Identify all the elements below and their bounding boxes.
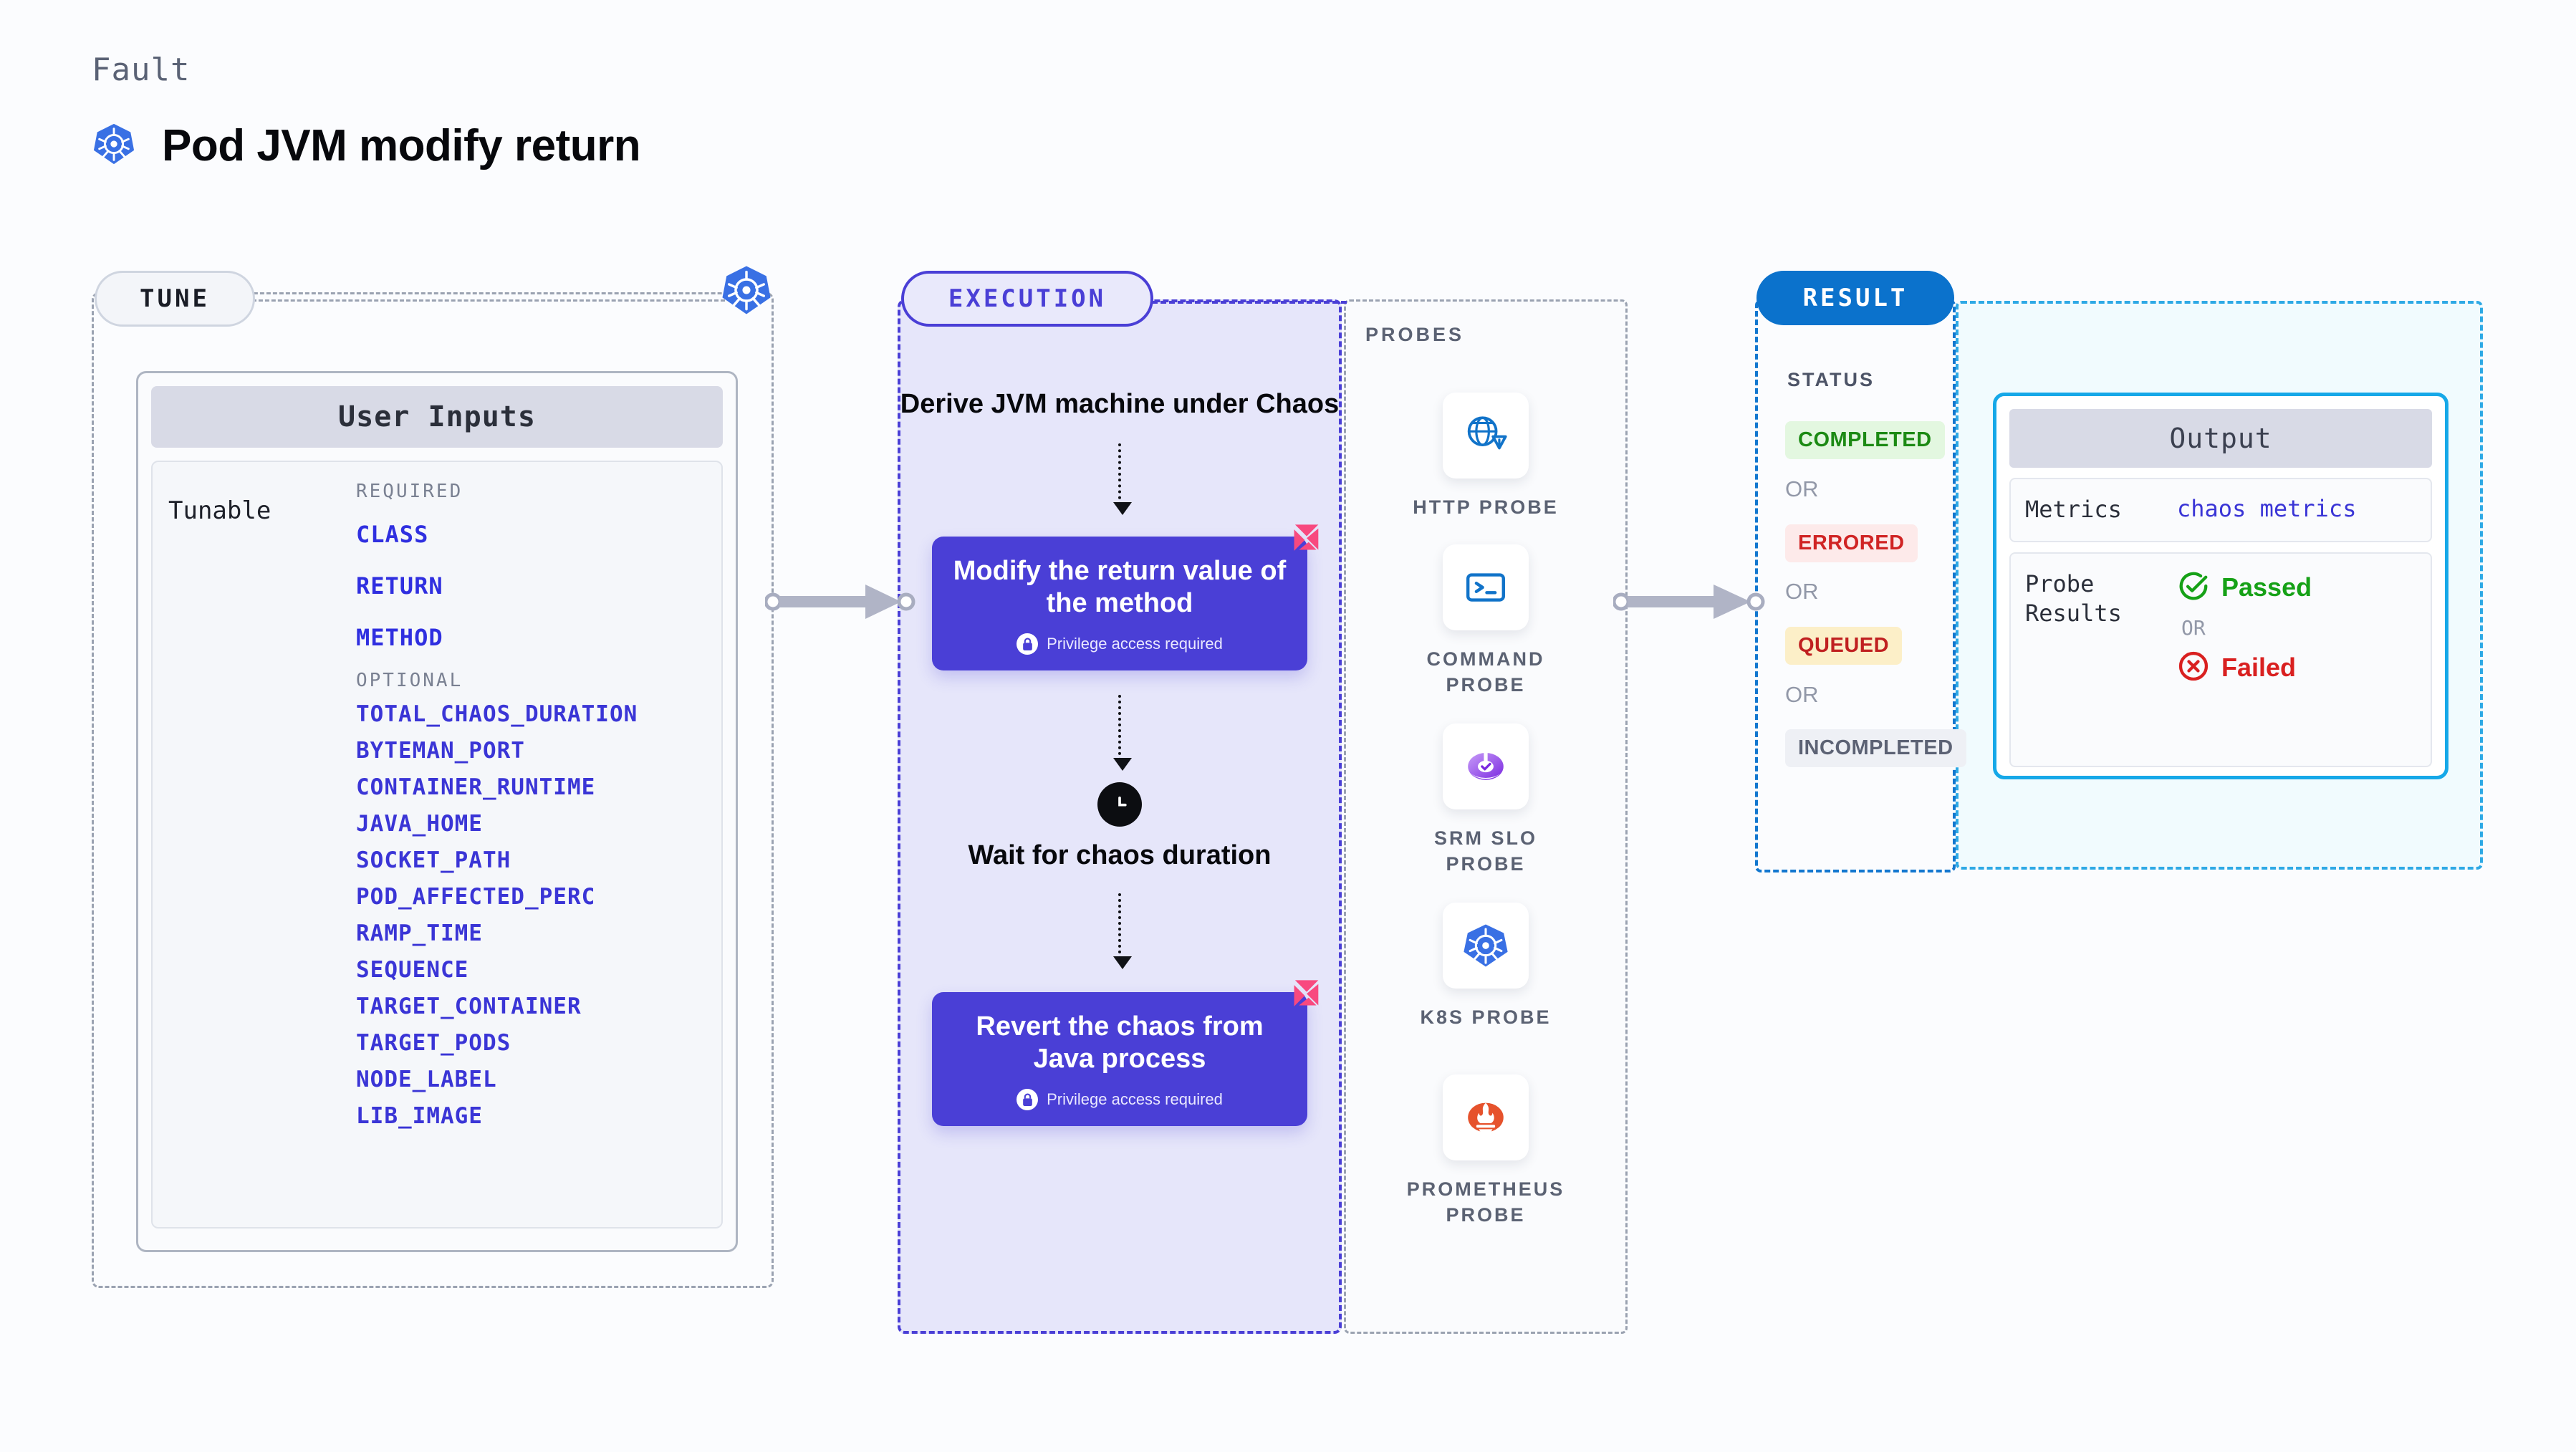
flow-step-wait-chaos: Wait for chaos duration xyxy=(968,840,1272,871)
probe-result-passed: Passed xyxy=(2177,569,2312,606)
param-java-home[interactable]: JAVA_HOME xyxy=(356,811,483,837)
param-class[interactable]: CLASS xyxy=(356,521,429,548)
output-metrics-value[interactable]: chaos metrics xyxy=(2177,495,2357,522)
page-title: Pod JVM modify return xyxy=(162,121,641,170)
status-or-3: OR xyxy=(1785,682,1819,707)
probe-srm-slo[interactable]: SRM SLO PROBE xyxy=(1344,723,1628,878)
tune-section-boundary xyxy=(92,292,774,1288)
connector-tune-to-execution xyxy=(764,582,915,625)
probe-http[interactable]: HTTP PROBE xyxy=(1344,393,1628,520)
slo-gauge-icon xyxy=(1443,723,1529,809)
eyebrow-label: Fault xyxy=(92,52,191,88)
execution-flow: Derive JVM machine under Chaos Modify th… xyxy=(898,299,1342,1127)
tune-dash-connector xyxy=(252,299,725,302)
param-total-chaos-duration[interactable]: TOTAL_CHAOS_DURATION xyxy=(356,701,638,727)
param-sequence[interactable]: SEQUENCE xyxy=(356,957,469,983)
flow-card-modify-return[interactable]: Modify the return value of the method Pr… xyxy=(932,524,1319,671)
user-inputs-card: User Inputs Tunable REQUIRED CLASS RETUR… xyxy=(136,371,738,1252)
lock-icon xyxy=(1017,633,1039,655)
probe-result-passed-label: Passed xyxy=(2221,572,2312,602)
param-pod-affected-perc[interactable]: POD_AFFECTED_PERC xyxy=(356,884,596,910)
user-inputs-header: User Inputs xyxy=(151,386,723,448)
output-probe-results-values: Passed OR Failed xyxy=(2177,569,2312,750)
status-or-2: OR xyxy=(1785,579,1819,604)
globe-warning-icon xyxy=(1443,393,1529,479)
litmus-icon xyxy=(1282,521,1320,563)
litmus-icon xyxy=(1282,976,1320,1019)
kubernetes-icon xyxy=(1443,903,1529,989)
privilege-note-1-label: Privilege access required xyxy=(1047,635,1223,653)
flow-card-revert-chaos[interactable]: Revert the chaos from Java process Privi… xyxy=(932,980,1319,1127)
kubernetes-icon xyxy=(92,122,136,170)
result-section-chip[interactable]: RESULT xyxy=(1756,271,1954,325)
param-target-container[interactable]: TARGET_CONTAINER xyxy=(356,994,582,1019)
output-probe-results-row: Probe Results Passed OR xyxy=(2009,552,2432,767)
flow-arrow-3 xyxy=(1113,893,1132,969)
output-metrics-row: Metrics chaos metrics xyxy=(2009,478,2432,542)
tunable-label: Tunable xyxy=(168,496,271,525)
check-circle-icon xyxy=(2177,569,2210,606)
status-badge-incompleted: INCOMPLETED xyxy=(1785,729,1966,767)
probe-prometheus[interactable]: PROMETHEUS PROBE xyxy=(1344,1074,1628,1229)
param-container-runtime[interactable]: CONTAINER_RUNTIME xyxy=(356,774,596,800)
param-byteman-port[interactable]: BYTEMAN_PORT xyxy=(356,738,525,764)
param-socket-path[interactable]: SOCKET_PATH xyxy=(356,847,511,873)
flow-step-derive-jvm: Derive JVM machine under Chaos xyxy=(900,389,1340,419)
probe-result-failed-label: Failed xyxy=(2221,653,2297,683)
flow-arrow-1 xyxy=(1113,443,1132,515)
param-ramp-time[interactable]: RAMP_TIME xyxy=(356,920,483,946)
param-node-label[interactable]: NODE_LABEL xyxy=(356,1067,497,1092)
x-circle-icon xyxy=(2177,650,2210,686)
probe-result-failed: Failed xyxy=(2177,650,2312,686)
probe-k8s-label: K8S PROBE xyxy=(1420,1006,1552,1028)
probe-command-label: COMMAND PROBE xyxy=(1426,648,1545,696)
probe-k8s[interactable]: K8S PROBE xyxy=(1344,903,1628,1030)
param-lib-image[interactable]: LIB_IMAGE xyxy=(356,1103,483,1129)
prometheus-icon xyxy=(1443,1074,1529,1160)
status-badge-completed: COMPLETED xyxy=(1785,421,1945,459)
optional-group-label: OPTIONAL xyxy=(356,670,463,691)
result-section-boundary xyxy=(1755,299,1956,872)
probe-http-label: HTTP PROBE xyxy=(1413,496,1559,518)
privilege-note-2: Privilege access required xyxy=(948,1089,1292,1111)
status-badge-queued: QUEUED xyxy=(1785,627,1903,665)
page-title-row: Pod JVM modify return xyxy=(92,120,641,171)
params-column: REQUIRED CLASS RETURN METHOD OPTIONAL TO… xyxy=(356,481,713,1218)
lock-icon xyxy=(1017,1089,1039,1111)
status-or-1: OR xyxy=(1785,476,1819,501)
status-label: STATUS xyxy=(1787,369,1875,390)
param-method[interactable]: METHOD xyxy=(356,624,443,651)
output-probe-results-key: Probe Results xyxy=(2025,569,2122,628)
flow-arrow-2 xyxy=(1113,695,1132,771)
privilege-note-1: Privilege access required xyxy=(948,633,1292,655)
probe-srm-slo-label: SRM SLO PROBE xyxy=(1433,827,1537,875)
output-card: Output Metrics chaos metrics Probe Resul… xyxy=(1993,393,2448,779)
param-target-pods[interactable]: TARGET_PODS xyxy=(356,1030,511,1056)
probe-command[interactable]: COMMAND PROBE xyxy=(1344,544,1628,698)
status-badge-errored: ERRORED xyxy=(1785,524,1918,562)
kubernetes-icon xyxy=(720,264,773,320)
user-inputs-body: Tunable REQUIRED CLASS RETURN METHOD OPT… xyxy=(151,461,723,1229)
probes-section-label: PROBES xyxy=(1365,324,1465,345)
flow-card-revert-chaos-label: Revert the chaos from Java process xyxy=(976,1011,1264,1074)
execution-dash-connector xyxy=(1152,301,1347,304)
execution-section-chip[interactable]: EXECUTION xyxy=(901,271,1153,327)
probe-prometheus-label: PROMETHEUS PROBE xyxy=(1406,1178,1565,1226)
privilege-note-2-label: Privilege access required xyxy=(1047,1090,1223,1109)
probe-result-or: OR xyxy=(2181,615,2206,640)
clock-icon xyxy=(1097,782,1142,827)
param-return[interactable]: RETURN xyxy=(356,572,443,600)
flow-card-modify-return-label: Modify the return value of the method xyxy=(953,555,1287,619)
required-group-label: REQUIRED xyxy=(356,481,463,502)
output-metrics-key: Metrics xyxy=(2025,496,2122,523)
output-header: Output xyxy=(2009,409,2432,468)
tune-section-chip[interactable]: TUNE xyxy=(95,271,255,327)
connector-execution-to-result xyxy=(1612,582,1765,625)
terminal-icon xyxy=(1443,544,1529,630)
